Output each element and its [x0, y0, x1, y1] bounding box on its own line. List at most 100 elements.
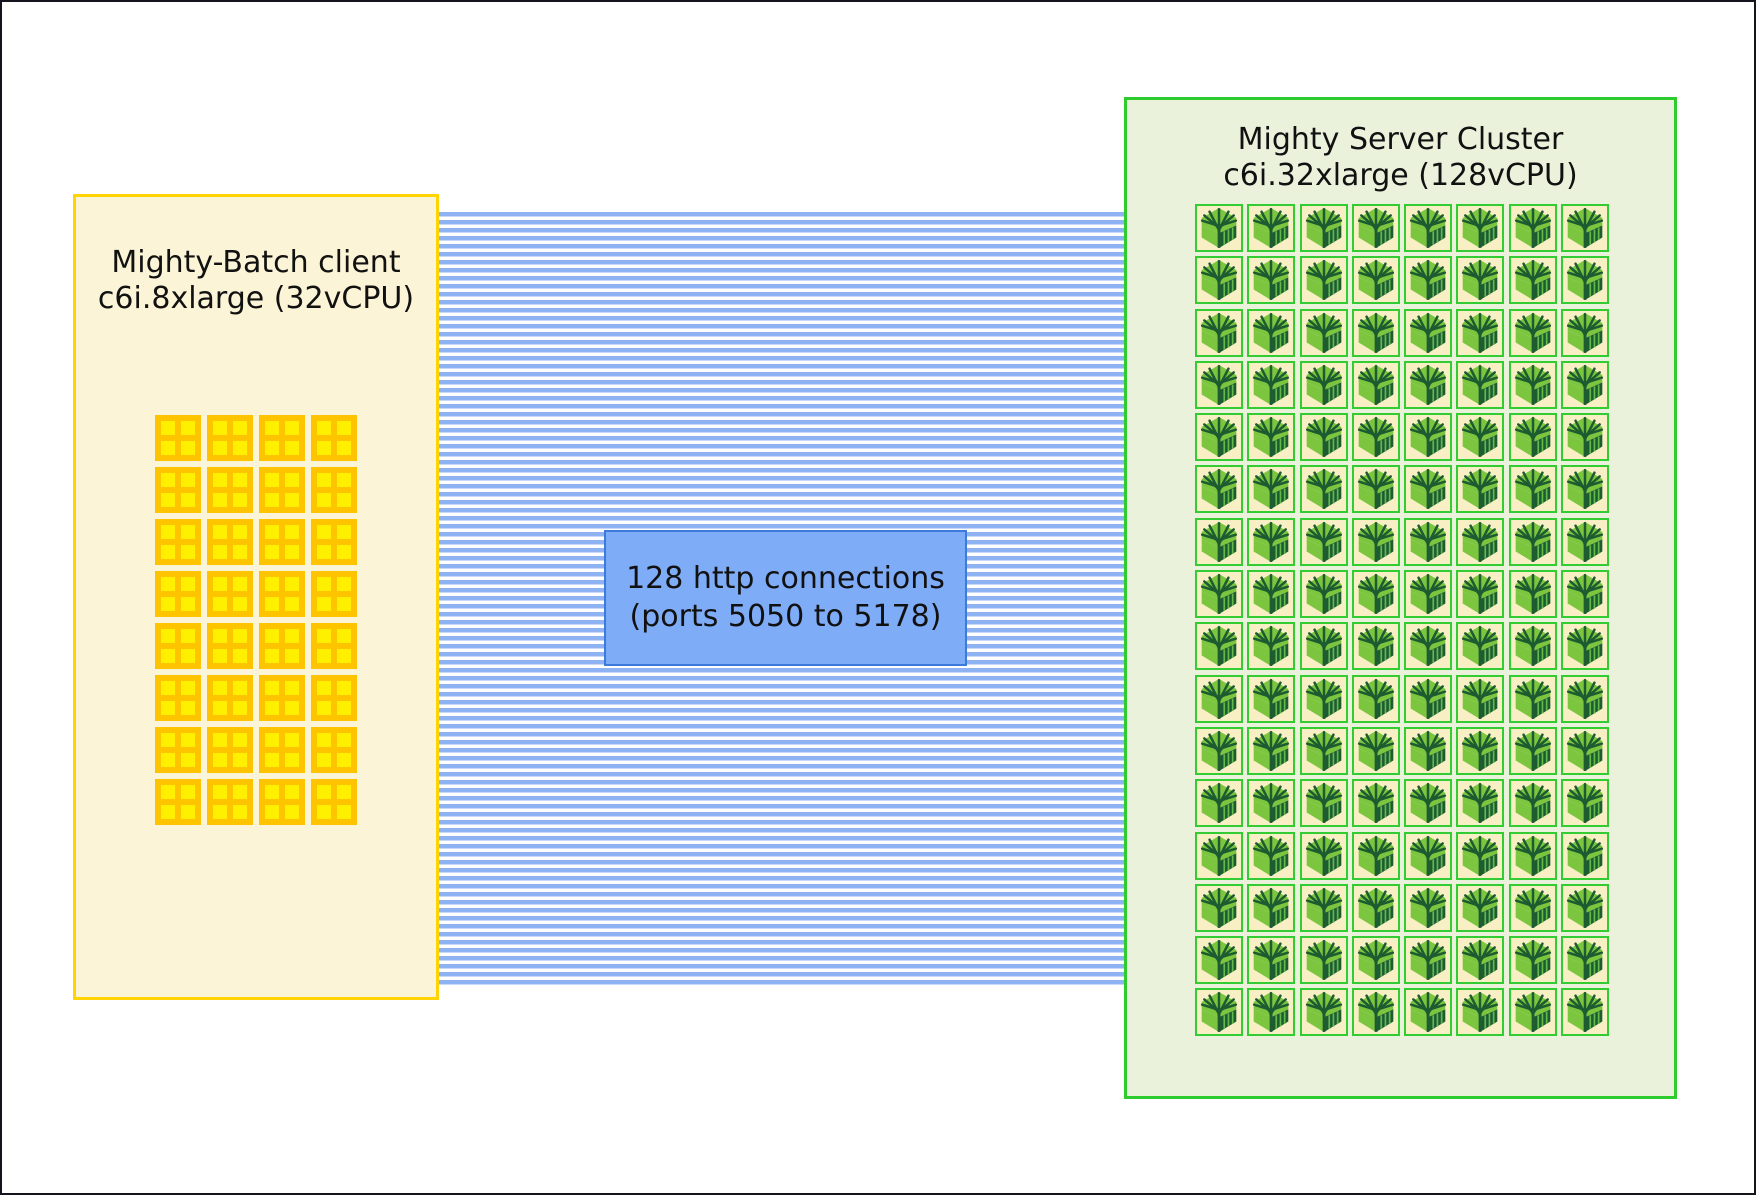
- mighty-tree-icon: [1195, 988, 1243, 1037]
- mighty-tree-icon: [1404, 779, 1453, 828]
- cpu-chip-icon: [155, 415, 201, 461]
- server-cluster-box: Mighty Server Cluster c6i.32xlarge (128v…: [1124, 97, 1677, 1099]
- cpu-chip-icon: [259, 779, 305, 825]
- cpu-chip-icon: [207, 571, 253, 617]
- mighty-tree-icon: [1456, 726, 1505, 775]
- mighty-tree-icon: [1561, 988, 1610, 1037]
- mighty-tree-icon: [1404, 413, 1453, 462]
- mighty-tree-icon: [1247, 308, 1296, 357]
- cpu-chip-icon: [155, 519, 201, 565]
- client-box-title: Mighty-Batch client c6i.8xlarge (32vCPU): [76, 245, 436, 317]
- client-box: Mighty-Batch client c6i.8xlarge (32vCPU): [73, 194, 439, 1000]
- mighty-tree-icon: [1247, 413, 1296, 462]
- cpu-chip-icon: [311, 519, 357, 565]
- mighty-tree-icon: [1404, 308, 1453, 357]
- mighty-tree-icon: [1508, 256, 1557, 305]
- mighty-tree-icon: [1404, 256, 1453, 305]
- mighty-tree-icon: [1299, 883, 1348, 932]
- mighty-tree-icon: [1508, 988, 1557, 1037]
- cpu-chip-icon: [311, 675, 357, 721]
- mighty-tree-icon: [1195, 936, 1243, 985]
- mighty-tree-icon: [1247, 622, 1296, 671]
- mighty-tree-icon: [1456, 988, 1505, 1037]
- mighty-tree-icon: [1247, 674, 1296, 723]
- cpu-chip-icon: [207, 623, 253, 669]
- mighty-tree-icon: [1456, 517, 1505, 566]
- mighty-tree-icon: [1456, 622, 1505, 671]
- mighty-tree-icon: [1508, 517, 1557, 566]
- cpu-chip-icon: [259, 623, 305, 669]
- mighty-tree-icon: [1561, 674, 1610, 723]
- mighty-tree-icon: [1195, 517, 1243, 566]
- mighty-tree-icon: [1195, 256, 1243, 305]
- cpu-chip-icon: [207, 467, 253, 513]
- mighty-tree-icon: [1404, 360, 1453, 409]
- mighty-tree-icon: [1508, 831, 1557, 880]
- mighty-tree-icon: [1561, 883, 1610, 932]
- mighty-tree-icon: [1456, 465, 1505, 514]
- mighty-tree-icon: [1299, 360, 1348, 409]
- mighty-tree-icon: [1299, 204, 1348, 252]
- cpu-chip-icon: [155, 467, 201, 513]
- mighty-tree-icon: [1195, 674, 1243, 723]
- cpu-chip-icon: [259, 519, 305, 565]
- mighty-tree-icon: [1561, 936, 1610, 985]
- mighty-tree-icon: [1247, 883, 1296, 932]
- mighty-tree-icon: [1351, 204, 1400, 252]
- mighty-tree-icon: [1299, 831, 1348, 880]
- mighty-tree-icon: [1247, 570, 1296, 619]
- mighty-tree-icon: [1561, 726, 1610, 775]
- mighty-tree-icon: [1456, 779, 1505, 828]
- cpu-chip-icon: [155, 675, 201, 721]
- mighty-tree-icon: [1561, 308, 1610, 357]
- mighty-tree-icon: [1195, 308, 1243, 357]
- mighty-tree-icon: [1404, 883, 1453, 932]
- mighty-tree-icon: [1351, 360, 1400, 409]
- cpu-chip-icon: [207, 415, 253, 461]
- mighty-tree-icon: [1351, 517, 1400, 566]
- mighty-tree-icon: [1561, 413, 1610, 462]
- mighty-tree-icon: [1508, 204, 1557, 252]
- mighty-tree-icon: [1299, 256, 1348, 305]
- mighty-tree-icon: [1299, 465, 1348, 514]
- mighty-tree-icon: [1299, 517, 1348, 566]
- mighty-tree-icon: [1195, 831, 1243, 880]
- cpu-chip-icon: [155, 727, 201, 773]
- cpu-chip-icon: [207, 727, 253, 773]
- mighty-tree-icon: [1456, 936, 1505, 985]
- mighty-tree-icon: [1351, 779, 1400, 828]
- cpu-chip-icon: [207, 675, 253, 721]
- mighty-tree-icon: [1351, 622, 1400, 671]
- server-box-title: Mighty Server Cluster c6i.32xlarge (128v…: [1127, 122, 1674, 194]
- mighty-tree-icon: [1351, 256, 1400, 305]
- mighty-tree-icon: [1561, 517, 1610, 566]
- mighty-tree-icon: [1299, 570, 1348, 619]
- mighty-tree-icon: [1195, 570, 1243, 619]
- mighty-tree-icon: [1404, 570, 1453, 619]
- mighty-tree-icon: [1561, 570, 1610, 619]
- client-title-line1: Mighty-Batch client: [111, 245, 401, 280]
- mighty-tree-icon: [1351, 936, 1400, 985]
- mighty-tree-icon: [1247, 360, 1296, 409]
- mighty-tree-icon: [1247, 831, 1296, 880]
- mighty-tree-icon: [1404, 622, 1453, 671]
- mighty-tree-icon: [1247, 465, 1296, 514]
- mighty-tree-icon: [1404, 831, 1453, 880]
- mighty-tree-icon: [1561, 465, 1610, 514]
- server-title-line1: Mighty Server Cluster: [1237, 122, 1564, 157]
- mighty-tree-icon: [1195, 779, 1243, 828]
- mighty-tree-icon: [1508, 883, 1557, 932]
- mighty-tree-icon: [1351, 674, 1400, 723]
- client-title-line2: c6i.8xlarge (32vCPU): [97, 281, 415, 316]
- mighty-tree-icon: [1299, 936, 1348, 985]
- cpu-chip-icon: [259, 467, 305, 513]
- cpu-chip-icon: [155, 779, 201, 825]
- mighty-tree-icon: [1351, 988, 1400, 1037]
- mighty-tree-icon: [1561, 204, 1610, 252]
- cpu-chip-icon: [155, 623, 201, 669]
- mighty-tree-icon: [1247, 517, 1296, 566]
- mighty-tree-icon: [1195, 465, 1243, 514]
- cpu-chip-icon: [311, 779, 357, 825]
- mighty-tree-icon: [1456, 831, 1505, 880]
